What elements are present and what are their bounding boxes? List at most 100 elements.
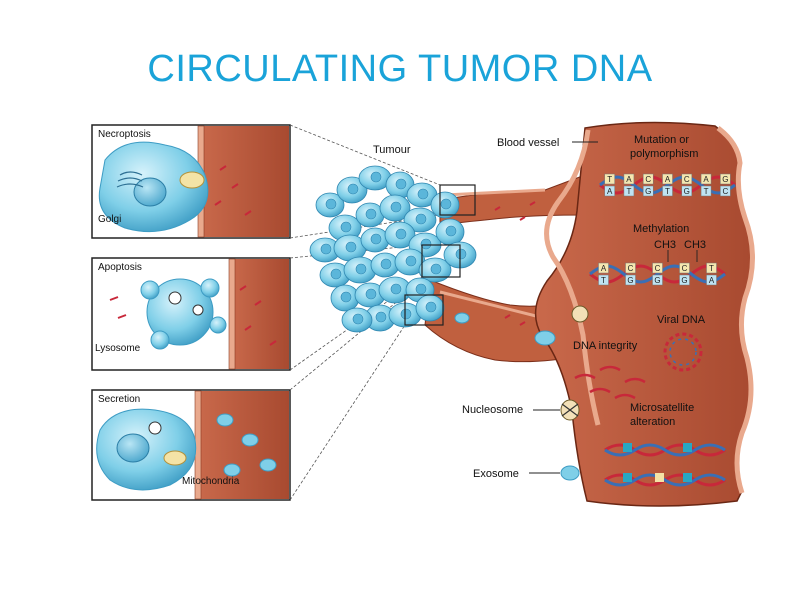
nucleosome-mini: [571, 305, 589, 323]
tumour-cell-nucleus: [330, 268, 342, 280]
label-ch3-b: CH3: [684, 239, 706, 251]
base-letter: A: [703, 175, 709, 184]
tumour-cell-nucleus: [440, 198, 452, 210]
tumour-cell-nucleus: [340, 221, 352, 233]
page-title: CIRCULATING TUMOR DNA: [147, 48, 653, 90]
nucleosome-icon: [560, 399, 580, 421]
vessel-segment: [232, 259, 289, 369]
golgi-stack: [116, 171, 144, 188]
tumour-cell-nucleus: [320, 243, 332, 255]
base-letter: A: [665, 175, 671, 184]
label-mutation-2: polymorphism: [630, 148, 698, 160]
tumour-cell-nucleus: [352, 313, 364, 325]
label-nucleosome: Nucleosome: [462, 404, 523, 416]
base-letter: C: [682, 264, 688, 273]
tumour-cell-nucleus: [395, 228, 407, 240]
label-secretion: Secretion: [98, 394, 140, 405]
label-exosome: Exosome: [473, 468, 519, 480]
tumour-cell-nucleus: [340, 291, 352, 303]
tumour-cell-nucleus: [365, 208, 377, 220]
base-letter: A: [709, 276, 715, 285]
tumour-cell-nucleus: [390, 201, 402, 213]
base-pair-box: [598, 274, 609, 286]
tumour-cell-nucleus: [370, 233, 382, 245]
base-letter: T: [601, 276, 606, 285]
base-letter: T: [607, 175, 612, 184]
label-microsatellite-1: Microsatellite: [630, 402, 694, 414]
tumour-cell-nucleus: [445, 225, 457, 237]
exosome-icon: [560, 465, 580, 481]
label-lysosome: Lysosome: [95, 343, 141, 354]
base-pair-box: [604, 185, 615, 197]
label-dna-integrity: DNA integrity: [573, 340, 638, 352]
label-tumour: Tumour: [373, 144, 411, 156]
base-letter: C: [645, 175, 651, 184]
viral-dna-icon: [663, 332, 703, 372]
zoom-boxes: [404, 184, 476, 326]
base-pair-box: [681, 185, 693, 197]
tumour-cell-nucleus: [347, 183, 359, 195]
dna-fragments: [214, 165, 252, 216]
base-letter: T: [709, 264, 714, 273]
lysosome-body: [168, 291, 182, 305]
tumour-cell-nucleus: [380, 258, 392, 270]
tumour-cell-nucleus: [325, 198, 337, 210]
base-pair-box: [706, 262, 717, 274]
base-pair-box: [720, 173, 731, 185]
base-pair-box: [662, 185, 673, 197]
tumour-cell-nucleus: [400, 308, 412, 320]
tumour-cell-nucleus: [390, 283, 402, 295]
base-letter: G: [627, 276, 633, 285]
base-pair-box: [681, 173, 693, 185]
base-pair-box: [706, 274, 717, 286]
base-letter: C: [655, 264, 661, 273]
base-pair-box: [642, 173, 654, 185]
panel-apoptosis: Apoptosis Lysosome: [91, 257, 291, 371]
tumour-cell-nucleus: [405, 255, 417, 267]
mitochondrion: [179, 171, 205, 189]
label-golgi: Golgi: [98, 214, 121, 225]
tumour-cell-nucleus: [425, 301, 437, 313]
panel-necroptosis: Necroptosis Golgi: [91, 124, 291, 239]
label-necroptosis: Necroptosis: [98, 129, 151, 140]
base-letter: G: [722, 175, 728, 184]
base-letter: A: [601, 264, 607, 273]
base-pair-box: [679, 262, 690, 274]
vessel-segment: [200, 126, 289, 237]
label-mitochondria: Mitochondria: [182, 476, 240, 487]
nucleus: [133, 177, 167, 207]
base-pair-box: [700, 173, 712, 185]
base-letter: G: [645, 187, 651, 196]
label-blood-vessel: Blood vessel: [497, 137, 559, 149]
vessel-segment: [198, 391, 289, 499]
label-mutation-1: Mutation or: [634, 134, 689, 146]
tumour-cell-nucleus: [415, 213, 427, 225]
base-pair-box: [623, 185, 635, 197]
label-methylation: Methylation: [633, 223, 689, 235]
base-letter: T: [665, 187, 670, 196]
dna-fragments: [109, 285, 277, 346]
tumour-cell-nucleus: [365, 288, 377, 300]
base-letter: C: [684, 175, 690, 184]
base-letter: G: [684, 187, 690, 196]
leader-lines: [529, 141, 698, 474]
tumour-cluster: [309, 165, 477, 333]
base-pair-box: [700, 185, 712, 197]
base-pair-box: [679, 274, 690, 286]
base-pair-box: [662, 173, 673, 185]
base-letter: G: [681, 276, 687, 285]
base-pair-box: [623, 173, 635, 185]
tumour-cell-nucleus: [355, 263, 367, 275]
tumour-cell-nucleus: [415, 283, 427, 295]
tumour-cell-nucleus: [395, 178, 407, 190]
microsatellite-strand: [604, 443, 726, 487]
circulating-particles: [454, 201, 589, 346]
dna-fragments-integrity: [574, 365, 646, 400]
tumour-cell-nucleus: [417, 188, 429, 200]
label-apoptosis: Apoptosis: [98, 262, 142, 273]
tumour-cell-nucleus: [430, 263, 442, 275]
mitochondrion: [163, 450, 187, 466]
